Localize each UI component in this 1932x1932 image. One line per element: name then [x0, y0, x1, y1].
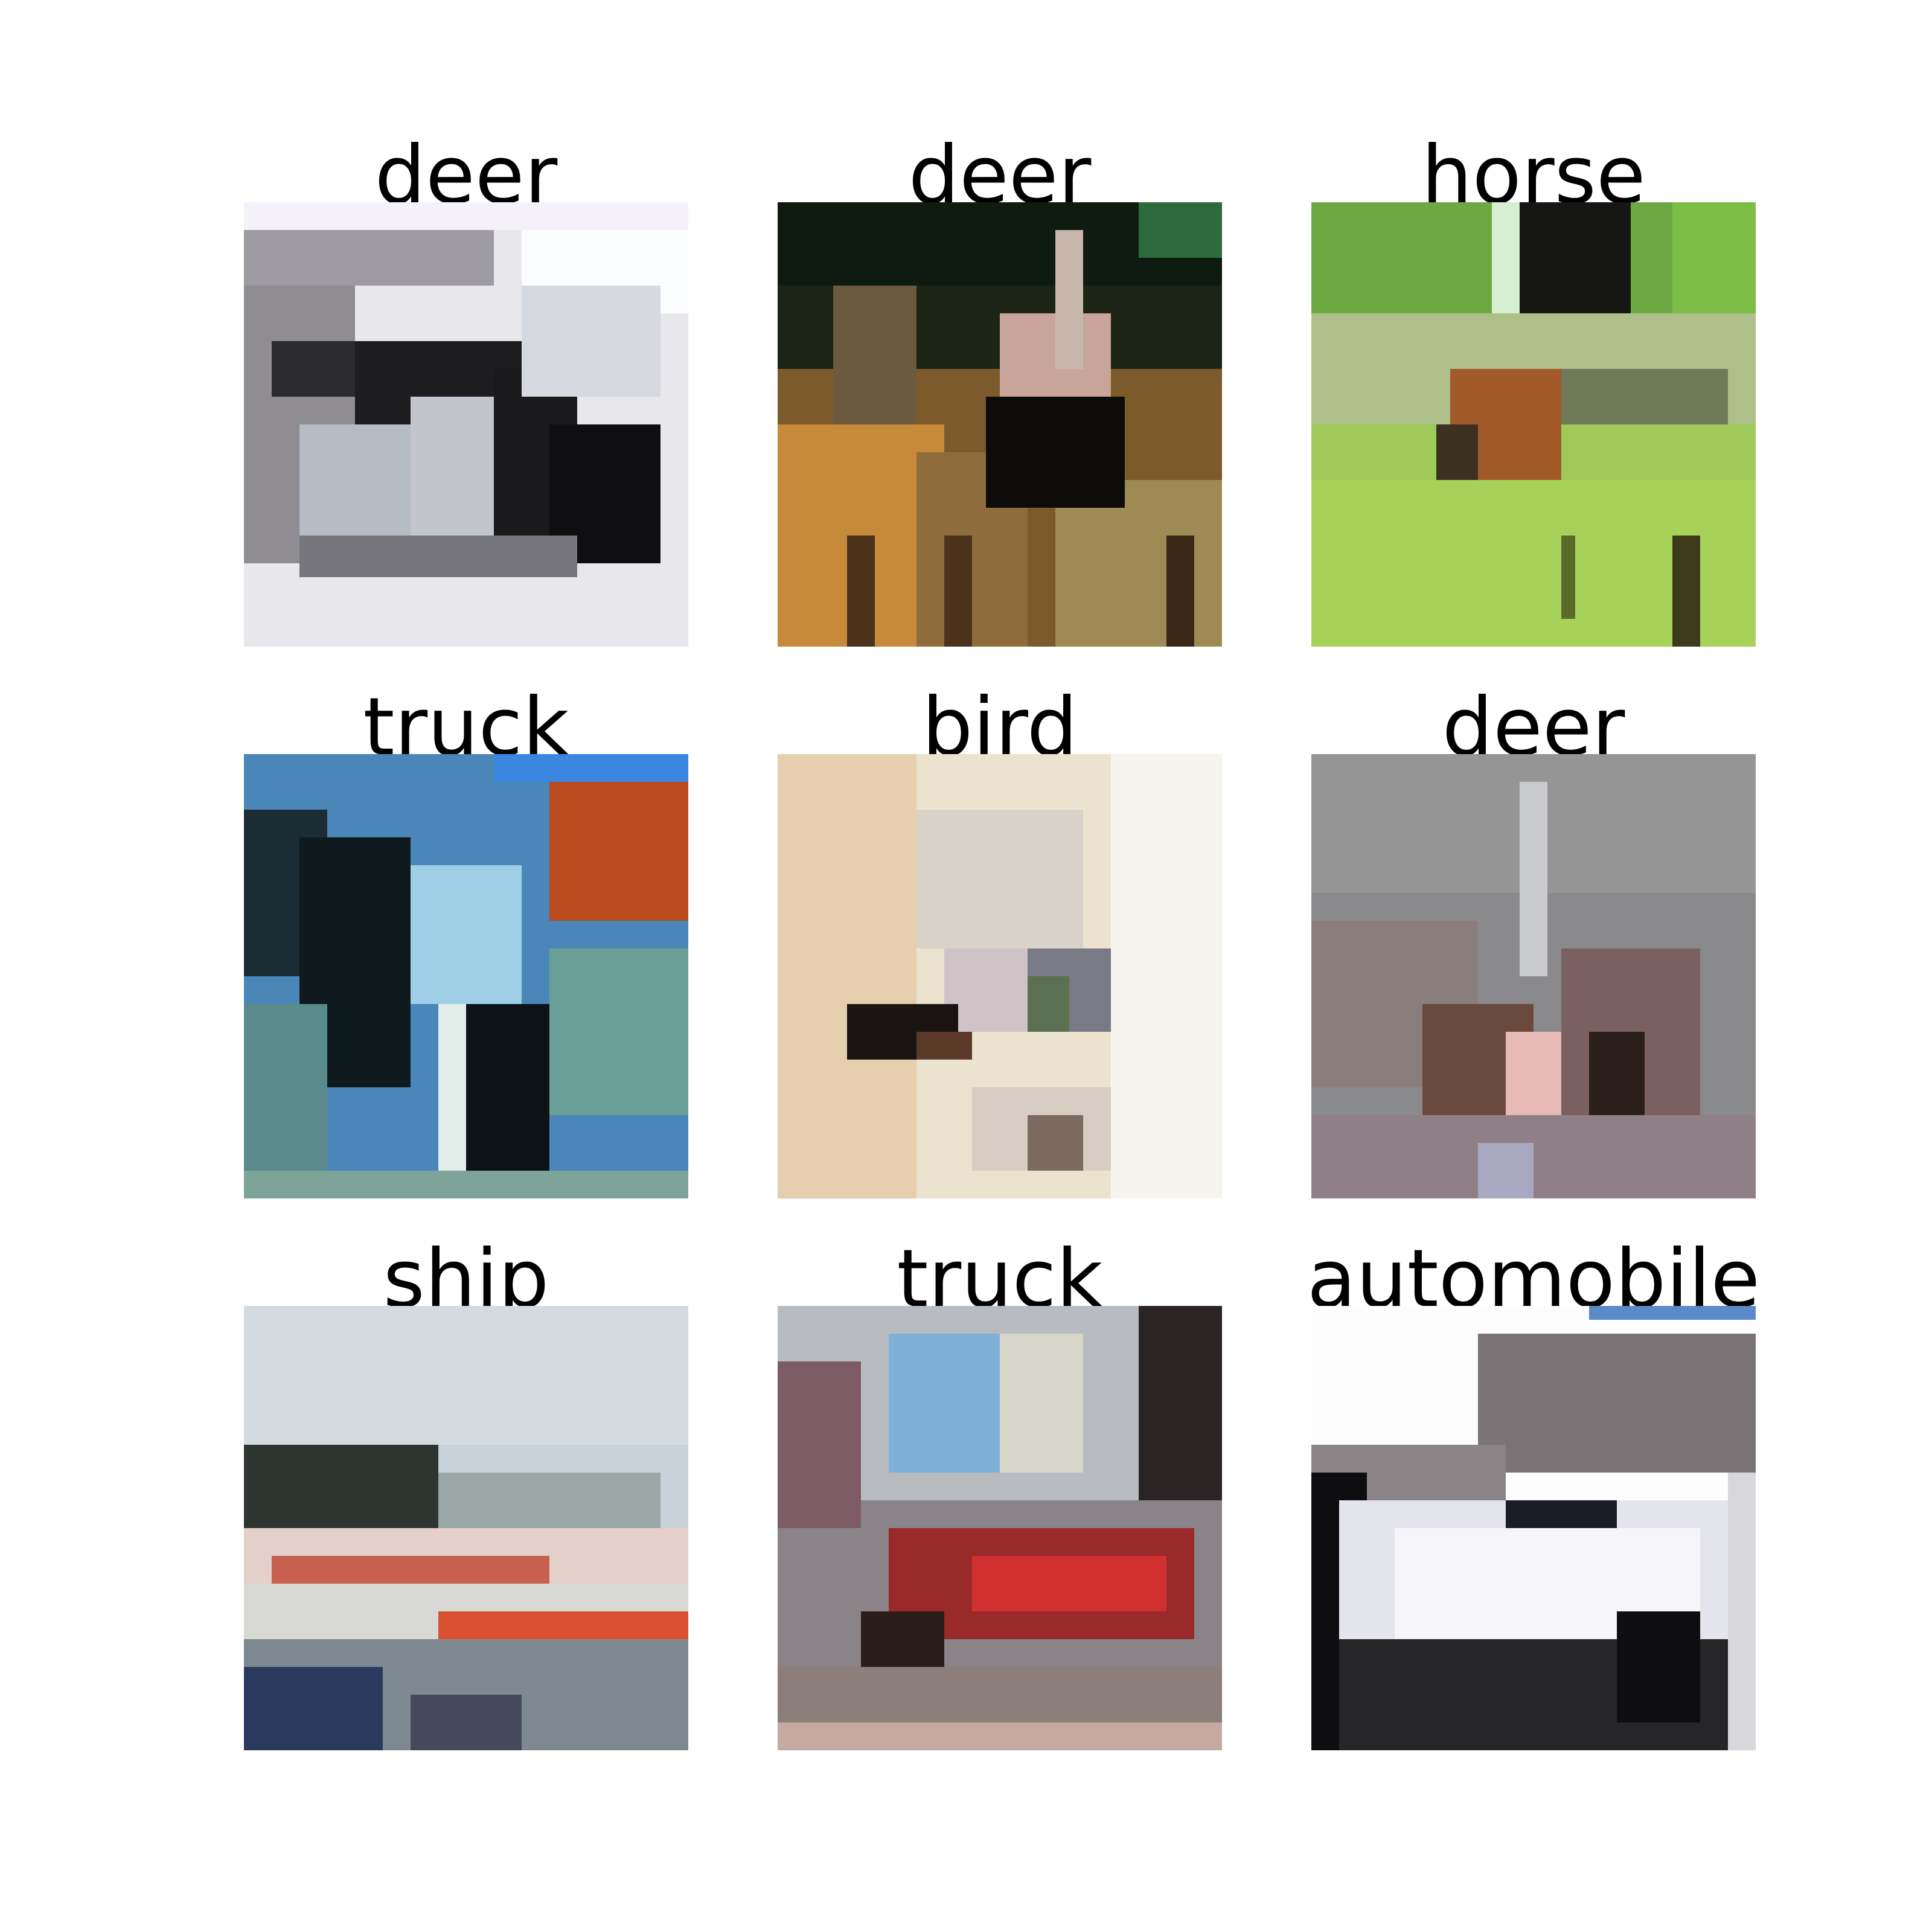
sample-image [244, 202, 688, 647]
sample-image [778, 1306, 1222, 1750]
sample-image [244, 1306, 688, 1750]
sample-image [1311, 1306, 1756, 1750]
sample-image [1311, 202, 1756, 647]
sample-image [778, 754, 1222, 1198]
sample-image [1311, 754, 1756, 1198]
sample-image [244, 754, 688, 1198]
sample-image [778, 202, 1222, 647]
